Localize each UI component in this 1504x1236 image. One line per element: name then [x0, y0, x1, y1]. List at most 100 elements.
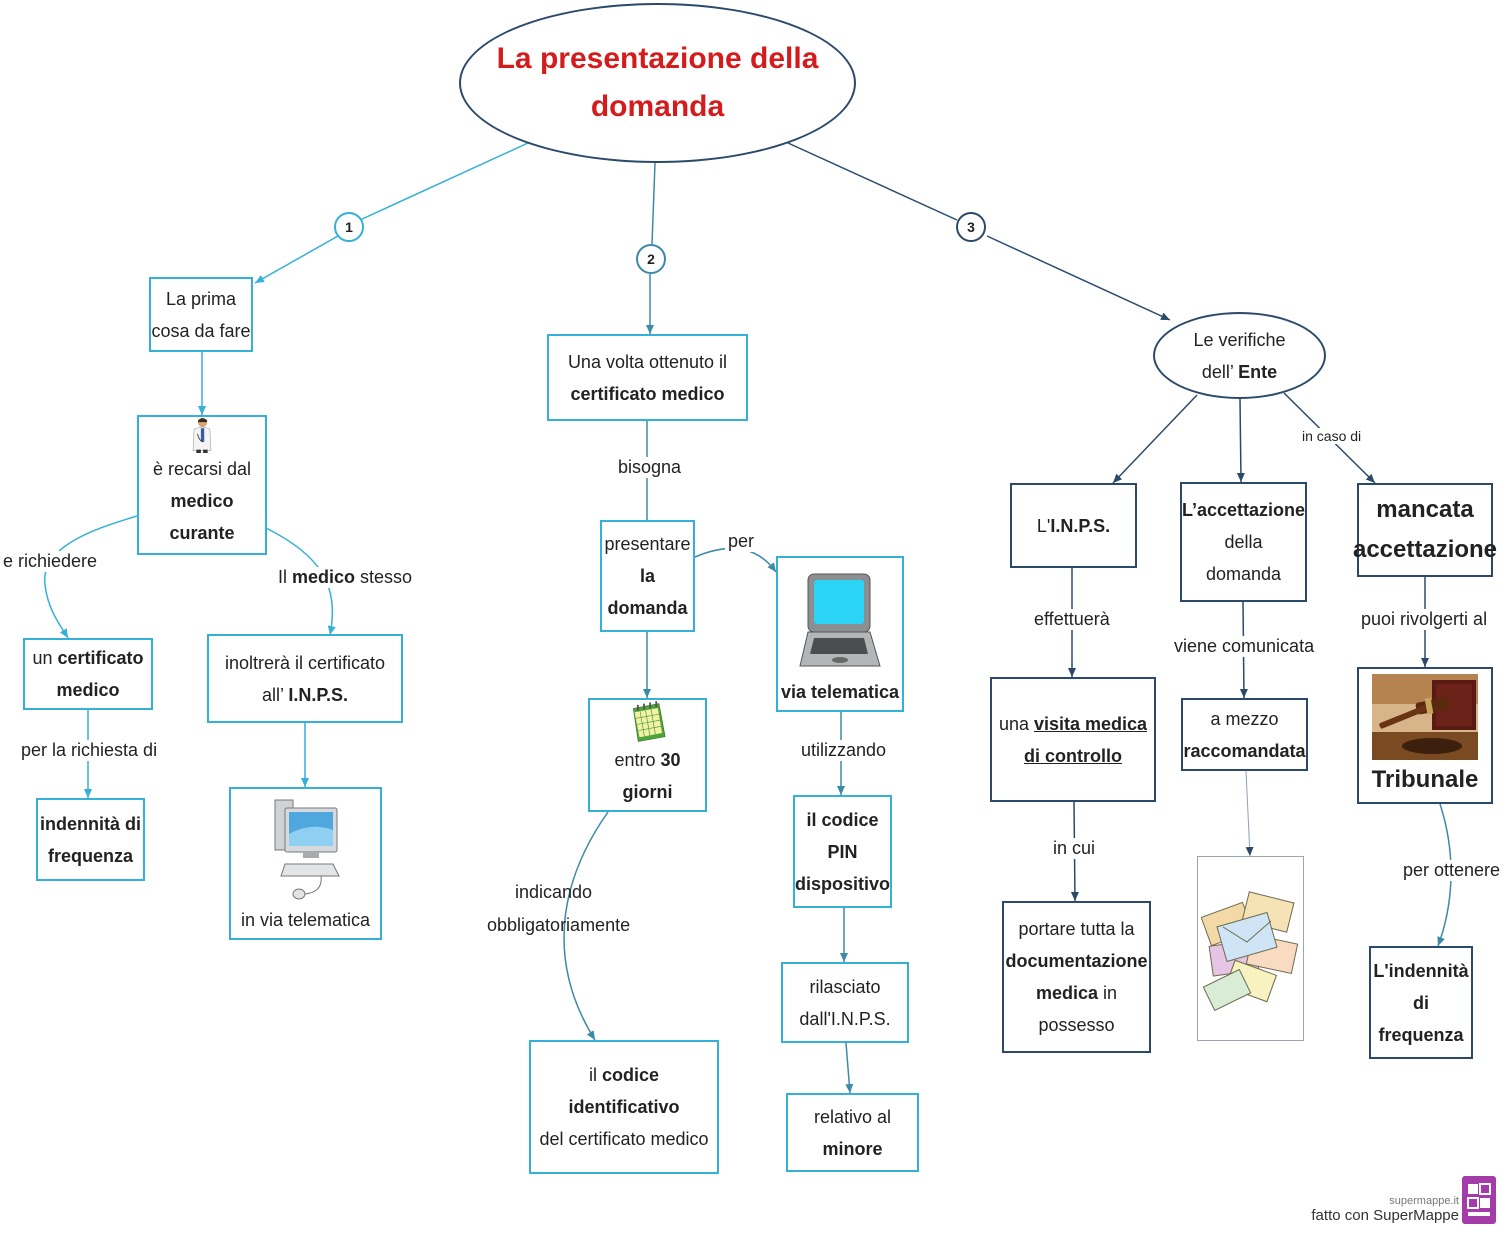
desktop-computer-icon [274, 799, 340, 900]
portare-line-3: medica in [1036, 977, 1117, 1009]
rilasciato-line-2: dall'I.N.P.S. [799, 1008, 891, 1029]
indennita-1-line-1: indennità di [40, 813, 141, 834]
mancata-node: mancata accettazione [1353, 483, 1497, 577]
visita-node: una visita medica di controllo [990, 677, 1156, 802]
via-telematica-label: via telematica [780, 682, 900, 702]
ente-prefix: dell’ [1201, 361, 1239, 382]
presentare-line-3: domanda [607, 598, 688, 618]
rilasciato-node: rilasciato dall'I.N.P.S. [781, 962, 909, 1043]
letters-node [1197, 856, 1304, 1041]
certificato-line-2: medico [56, 680, 120, 700]
doctor-line-1: è recarsi dal [152, 459, 252, 479]
edge-label-utilizzando: utilizzando [798, 740, 890, 761]
portare-bold: medica [1035, 983, 1099, 1003]
entro-label: entro 30 giorni [590, 744, 705, 808]
minore-node: relativo al minore [786, 1093, 919, 1172]
indennita-node-1: indennità di frequenza [36, 798, 145, 881]
accettazione-line-1: L’accettazione [1181, 500, 1306, 520]
ente-line-1: Le verifiche [1193, 329, 1286, 350]
doctor-node: è recarsi dal medico curante [137, 415, 267, 555]
edge-label-richiesta: per la richiesta di [18, 740, 161, 761]
entro-node: entro 30 giorni [588, 698, 707, 812]
edge-label-rivolgerti: puoi rivolgerti al [1358, 609, 1491, 630]
codice-ident-prefix: il [588, 1065, 602, 1085]
entro-prefix: entro [614, 750, 661, 770]
ottenuto-line-2: certificato medico [570, 383, 725, 404]
tribunale-label: Tribunale [1371, 766, 1479, 793]
gavel-icon [1372, 674, 1478, 760]
verifiche-ente-node: Le verifiche dell’ Ente [1153, 312, 1326, 399]
codice-ident-line-1: il codice identificativo [531, 1059, 717, 1123]
tribunale-node: Tribunale [1357, 667, 1493, 804]
inps-line: L'I.N.P.S. [1037, 510, 1110, 542]
mancata-line-1: mancata [1376, 496, 1474, 523]
step-3-badge: 3 [956, 212, 986, 242]
edge-label-bisogna: bisogna [615, 457, 685, 478]
visita-prefix: una [998, 713, 1034, 734]
inps-node: L'I.N.P.S. [1010, 483, 1137, 568]
indennita-3-line-1: L'indennità [1373, 960, 1469, 981]
portare-node: portare tutta la documentazione medica i… [1002, 901, 1151, 1053]
laptop-icon [799, 573, 881, 667]
inoltrera-prefix: all’ [261, 684, 289, 705]
telematica-1-label: in via telematica [240, 910, 371, 930]
ottenuto-node: Una volta ottenuto il certificato medico [547, 334, 748, 421]
accettazione-line-2: della [1224, 532, 1263, 552]
footer-site[interactable]: supermappe.it [1389, 1195, 1459, 1207]
letters-icon [1200, 890, 1298, 1011]
presentare-line-1: presentare [604, 534, 691, 554]
codice-ident-bold: codice identificativo [568, 1065, 680, 1117]
step-1-badge: 1 [334, 212, 364, 242]
edge-label-comunicata: viene comunicata [1171, 636, 1318, 657]
pin-line-2: PIN [827, 841, 858, 862]
edge-label-in-cui: in cui [1050, 838, 1099, 859]
edge-label-indicando: indicando [515, 882, 593, 902]
edge-medico-pre: Il [278, 567, 293, 587]
first-step-line-2: cosa da fare [151, 320, 251, 341]
title-line-1: La presentazione della [496, 42, 819, 75]
certificato-node: un certificato medico [23, 638, 153, 710]
edge-label-ottenere: per ottenere [1400, 860, 1504, 881]
supermappe-logo[interactable] [1462, 1176, 1496, 1224]
mancata-line-2: accettazione [1352, 536, 1498, 563]
codice-identificativo-node: il codice identificativo del certificato… [529, 1040, 719, 1174]
edge-medico-post: stesso [355, 567, 413, 587]
accettazione-node: L’accettazione della domanda [1180, 482, 1307, 602]
ottenuto-line-1: Una volta ottenuto il [567, 351, 728, 372]
entro-bold: 30 giorni [622, 750, 681, 802]
edge-label-obbligatoriamente: obbligatoriamente [487, 915, 631, 935]
title-line-2: domanda [590, 90, 725, 123]
raccomandata-line-1: a mezzo [1210, 708, 1279, 729]
visita-line-1: una visita medica [999, 708, 1147, 740]
indennita-3-line-3: frequenza [1378, 1024, 1464, 1045]
minore-line-2: minore [822, 1138, 883, 1159]
raccomandata-node: a mezzo raccomandata [1181, 698, 1308, 771]
visita-line-2: di controllo [1024, 745, 1122, 766]
ente-bold: Ente [1238, 361, 1278, 382]
minore-line-1: relativo al [813, 1106, 892, 1127]
telematica-node-1: in via telematica [229, 787, 382, 940]
codice-ident-line-2: del certificato medico [539, 1129, 709, 1149]
indennita-1-line-2: frequenza [47, 845, 134, 866]
edge-label-medico-stesso: Il medico stesso [275, 567, 416, 588]
step-2-badge: 2 [636, 244, 666, 274]
first-step-node: La prima cosa da fare [149, 277, 253, 352]
presentare-line-2: la [639, 566, 655, 586]
inoltrera-line-1: inoltrerà il certificato [224, 652, 386, 673]
inoltrera-bold: I.N.P.S. [288, 684, 349, 705]
portare-line-4: possesso [1038, 1015, 1115, 1035]
portare-line-2: documentazione [1005, 951, 1148, 971]
doctor-line-2: medico curante [169, 491, 235, 543]
edge-label-richiedere: e richiedere [0, 551, 101, 572]
inoltrera-line-2: all’ I.N.P.S. [262, 679, 348, 711]
edge-label-per: per [725, 531, 758, 552]
supermappe-logo-mark [1467, 1183, 1491, 1216]
main-title: La presentazione della domanda [459, 3, 856, 163]
ente-line-2: dell’ Ente [1202, 356, 1277, 388]
edge-label-effettuera: effettuerà [1031, 609, 1113, 630]
pin-line-3: dispositivo [795, 873, 891, 894]
rilasciato-line-1: rilasciato [809, 976, 881, 997]
certificato-line-1: un certificato [32, 642, 143, 674]
calendar-icon [632, 701, 665, 742]
pin-line-1: il codice [806, 809, 879, 830]
